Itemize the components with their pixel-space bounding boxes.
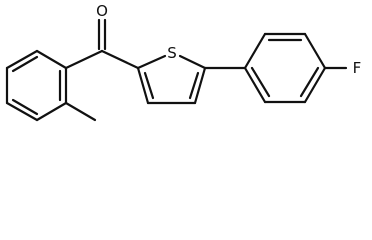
bond-thiophene-s-c5 (178, 54, 207, 70)
bond-thiophene-c5-c4 (193, 66, 207, 105)
fluorine-label: F (353, 59, 362, 77)
bond-fphenyl-6 (243, 66, 267, 104)
bond-fphenyl-3 (303, 32, 327, 70)
oxygen-label: O (96, 2, 108, 20)
bond-carbonyl-thiophene (100, 49, 140, 70)
molecule-canvas: O S F (5, 2, 362, 122)
bond-benzene-5 (5, 101, 39, 122)
molecule-structure: O S F (5, 2, 362, 122)
bond-fphenyl-4 (303, 66, 327, 104)
bond-thiophene-c3-c2 (136, 66, 150, 105)
bond-fphenyl-inner-2 (299, 66, 320, 98)
bond-benzene-2 (35, 49, 68, 70)
bond-benzene-1 (5, 49, 39, 70)
bond-fphenyl-1 (243, 32, 267, 70)
bond-thiophene-inner-1 (143, 71, 155, 100)
bond-methyl (64, 101, 97, 122)
bond-group (5, 18, 348, 122)
bond-benzene-inner-1 (11, 55, 39, 73)
bond-benzene-4 (35, 101, 68, 122)
bond-thiophene-c2-s (136, 54, 167, 70)
bond-aryl-carbonyl (64, 49, 104, 70)
bond-thiophene-inner-2 (188, 71, 200, 100)
bond-benzene-inner-3 (11, 98, 39, 116)
sulfur-label: S (167, 44, 177, 62)
bond-fphenyl-inner-3 (250, 66, 271, 98)
